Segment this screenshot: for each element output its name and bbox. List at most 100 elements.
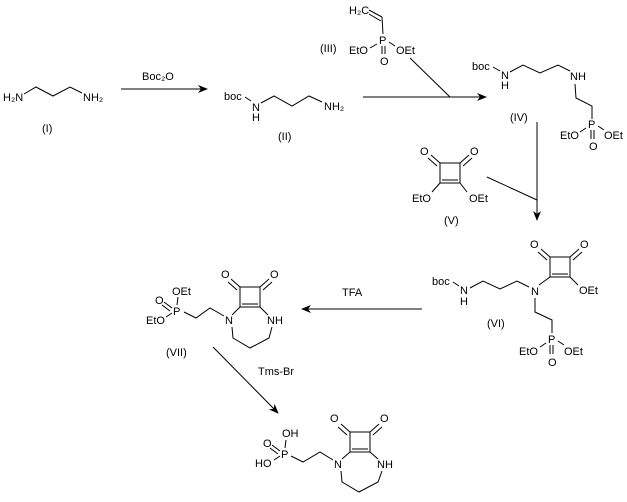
bond: [340, 423, 351, 433]
atom-nh: NH: [267, 315, 283, 327]
compound-label-I: (I): [42, 123, 52, 135]
atom-o: O: [380, 413, 389, 425]
diazepine-ring: [231, 326, 273, 349]
compound-final: O O N NH P OH O HO: [255, 413, 393, 493]
atom-o: O: [380, 56, 389, 68]
atom-nh2: NH₂: [324, 101, 344, 113]
atom-o: O: [420, 146, 429, 158]
bond: [337, 426, 348, 436]
atom-n: N: [225, 315, 233, 327]
bond: [538, 276, 551, 286]
atom-nh2: NH₂: [83, 92, 103, 104]
bond-chain: [290, 451, 334, 463]
bond: [572, 251, 583, 261]
bond-chain: [469, 280, 530, 290]
bond: [430, 154, 441, 164]
bond: [227, 281, 238, 291]
bond: [244, 96, 252, 102]
compound-label-IV: (IV): [510, 112, 528, 124]
bond: [540, 248, 551, 258]
atom-n: N: [252, 102, 260, 114]
atom-p: P: [588, 119, 595, 131]
bond: [259, 306, 269, 316]
atom-o: O: [470, 146, 479, 158]
bond: [230, 278, 241, 288]
compound-label-V: (V): [444, 215, 459, 227]
bond: [537, 251, 548, 261]
atom-boc: boc: [472, 61, 490, 73]
compound-I: H₂N NH₂ (I): [3, 86, 103, 135]
bond: [368, 13, 382, 22]
atom-p: P: [281, 449, 288, 461]
bond: [273, 455, 281, 461]
reagent-join-line: [486, 176, 538, 201]
atom-boc: boc: [224, 91, 242, 103]
atom-eto: EtO: [146, 315, 165, 327]
bond-chain: [534, 298, 553, 333]
bond: [269, 447, 279, 455]
compound-III: H₂C P EtO OEt O (III): [320, 5, 415, 68]
reagent-join-line: [409, 57, 451, 98]
compound-label-VI: (VI): [487, 318, 505, 330]
bond-chain: [183, 307, 225, 319]
atom-oet: OEt: [564, 346, 583, 358]
atom-n: N: [531, 286, 539, 298]
bond: [259, 278, 270, 288]
bond: [459, 182, 468, 193]
atom-eto: EtO: [412, 193, 431, 205]
reaction-arrow-5: [212, 346, 279, 414]
bond: [372, 426, 383, 436]
atom-h: H: [460, 296, 468, 308]
atom-p: P: [548, 334, 555, 346]
compound-II: boc N H NH₂ (II): [224, 91, 344, 143]
bond: [369, 451, 379, 460]
atom-oet: OEt: [469, 193, 488, 205]
atom-o: O: [155, 295, 164, 307]
atom-oet: OEt: [396, 45, 415, 57]
atom-h: H: [501, 80, 509, 92]
atom-oet: OEt: [579, 285, 598, 297]
bond: [569, 248, 580, 258]
atom-nh: NH: [570, 71, 586, 83]
compound-label-VII: (VII): [166, 347, 187, 359]
bond: [539, 342, 547, 348]
bond: [369, 43, 378, 49]
atom-o: O: [589, 141, 598, 153]
compound-V: O O EtO OEt (V): [412, 146, 488, 227]
atom-eto: EtO: [519, 346, 538, 358]
bond: [569, 276, 579, 286]
bond: [262, 281, 273, 291]
bond: [579, 127, 587, 133]
atom-eto: EtO: [349, 45, 368, 57]
atom-n: N: [334, 459, 342, 471]
bond: [341, 451, 351, 460]
bond: [271, 444, 281, 452]
bond: [381, 16, 384, 35]
atom-o: O: [263, 438, 272, 450]
reagent-tms-br: Tms-Br: [258, 366, 294, 378]
atom-p: P: [173, 306, 180, 318]
compound-label-II: (II): [278, 131, 291, 143]
atom-o: O: [330, 413, 339, 425]
atom-h2n: H₂N: [3, 92, 23, 104]
bond-chain: [509, 64, 571, 74]
bond: [431, 182, 441, 193]
atom-o: O: [270, 269, 279, 281]
bond: [427, 157, 438, 167]
diazepine-ring: [340, 470, 383, 493]
atom-boc: boc: [432, 276, 450, 288]
atom-o: O: [548, 357, 557, 369]
bond-chain: [23, 86, 83, 97]
atom-o: O: [580, 239, 589, 251]
bond-chain: [260, 95, 323, 107]
atom-n: N: [460, 285, 468, 297]
atom-eto: EtO: [560, 130, 579, 142]
atom-p: P: [379, 35, 386, 47]
atom-oh: OH: [282, 428, 299, 440]
compound-VII: O O N NH P OEt O EtO (VII): [146, 269, 283, 359]
reagent-boc2o: Boc₂O: [142, 71, 174, 83]
bond: [163, 301, 173, 309]
bond: [231, 306, 241, 316]
bond: [369, 423, 380, 433]
